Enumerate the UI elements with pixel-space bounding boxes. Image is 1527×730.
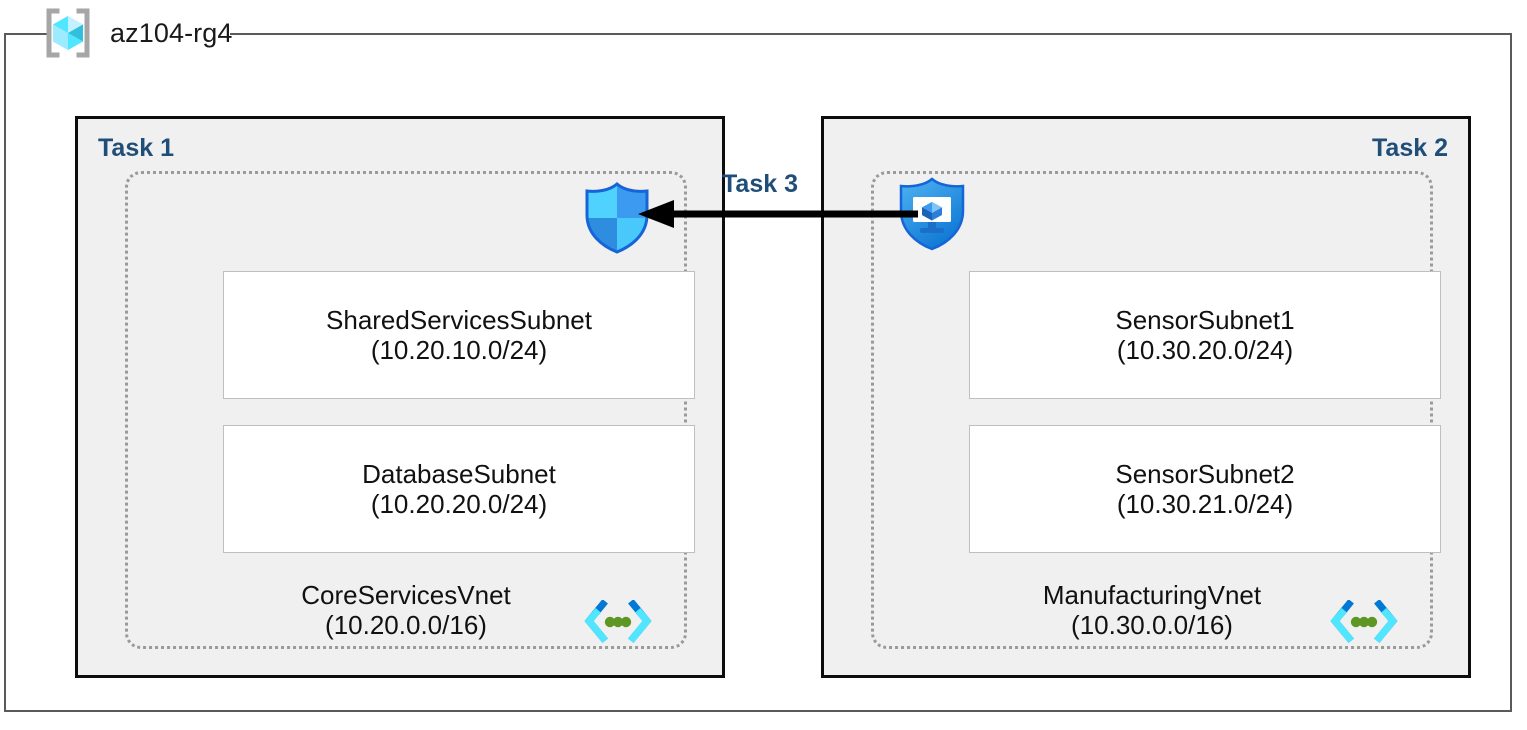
vnet-cidr: (10.20.0.0/16) bbox=[325, 610, 487, 641]
vnet-cidr: (10.30.0.0/16) bbox=[1071, 610, 1233, 641]
rg-frame-left-edge bbox=[4, 33, 6, 712]
shield-vm-icon bbox=[896, 177, 968, 251]
resource-group-title: az104-rg4 bbox=[110, 17, 233, 48]
subnet-box-databasesubnet: DatabaseSubnet (10.20.20.0/24) bbox=[223, 425, 695, 553]
vnet-name: CoreServicesVnet bbox=[301, 580, 511, 610]
vnet-boundary-coreservicesvnet: SharedServicesSubnet (10.20.10.0/24) Dat… bbox=[125, 171, 695, 649]
subnet-box-sharedservicessubnet: SharedServicesSubnet (10.20.10.0/24) bbox=[223, 271, 695, 399]
task-2-label: Task 2 bbox=[1372, 134, 1448, 162]
subnet-cidr: (10.30.20.0/24) bbox=[1116, 335, 1294, 365]
task-3-label: Task 3 bbox=[722, 170, 798, 198]
subnet-name: SensorSubnet2 bbox=[1115, 458, 1295, 489]
vnet-name: ManufacturingVnet bbox=[1042, 580, 1262, 610]
rg-frame-right-edge bbox=[1510, 33, 1512, 712]
vnet-peering-arrow bbox=[630, 196, 920, 232]
subnet-name: DatabaseSubnet bbox=[362, 458, 556, 489]
vnet-boundary-manufacturingvnet: SensorSubnet1 (10.30.20.0/24) SensorSubn… bbox=[871, 171, 1441, 649]
rg-frame-top-left-edge bbox=[4, 33, 48, 35]
vnet-caption-manufacturingvnet: ManufacturingVnet (10.30.0.0/16) bbox=[874, 580, 1430, 640]
resource-group-header: az104-rg4 bbox=[40, 4, 232, 62]
subnet-name: SensorSubnet1 bbox=[1115, 304, 1295, 335]
azure-resource-group-cube-icon bbox=[40, 5, 96, 61]
subnet-box-sensorsubnet2: SensorSubnet2 (10.30.21.0/24) bbox=[969, 425, 1441, 553]
rg-frame-top-right-edge bbox=[230, 33, 1512, 35]
subnet-box-sensorsubnet1: SensorSubnet1 (10.30.20.0/24) bbox=[969, 271, 1441, 399]
task-1-label: Task 1 bbox=[98, 134, 174, 162]
subnet-name: SharedServicesSubnet bbox=[326, 304, 592, 335]
azure-virtual-network-icon bbox=[1330, 599, 1398, 644]
resource-group-frame bbox=[4, 33, 1512, 712]
shield-firewall-icon bbox=[582, 182, 652, 254]
subnet-cidr: (10.30.21.0/24) bbox=[1116, 489, 1294, 519]
subnet-cidr: (10.20.20.0/24) bbox=[370, 489, 548, 519]
subnet-cidr: (10.20.10.0/24) bbox=[370, 335, 548, 365]
azure-virtual-network-icon bbox=[584, 599, 652, 644]
rg-frame-bottom-edge bbox=[4, 710, 1512, 712]
vnet-caption-coreservicesvnet: CoreServicesVnet (10.20.0.0/16) bbox=[128, 580, 684, 640]
